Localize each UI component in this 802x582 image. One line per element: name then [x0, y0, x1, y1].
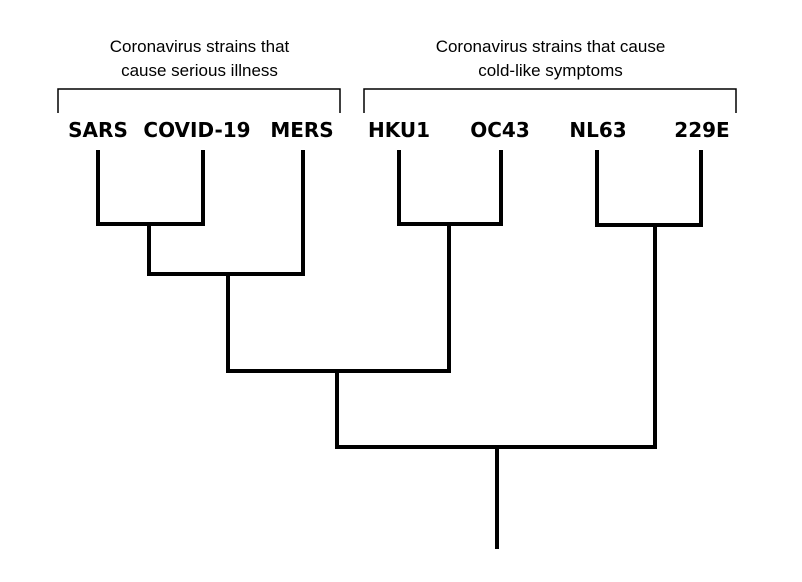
- strain-label-oc43: OC43: [470, 118, 530, 142]
- cold-like-bracket: [363, 88, 737, 113]
- serious-illness-label-line1: Coronavirus strains that: [109, 37, 290, 56]
- strain-label-mers: MERS: [270, 118, 334, 142]
- branch-root-split: [335, 223, 657, 449]
- branch-serious-hku1-oc43: [226, 222, 451, 373]
- strain-label-hku1: HKU1: [367, 118, 431, 142]
- cold-like-label-line2: cold-like symptoms: [478, 61, 623, 80]
- branch-sars-covid19: [96, 150, 205, 226]
- serious-illness-group-label: Coronavirus strains that cause serious i…: [58, 35, 341, 83]
- cold-like-group-label: Coronavirus strains that cause cold-like…: [364, 35, 737, 83]
- strain-label-nl63: NL63: [569, 118, 627, 142]
- cold-like-label-line1: Coronavirus strains that cause: [435, 37, 666, 56]
- branch-hku1-oc43: [397, 150, 503, 226]
- branch-sars-covid19-mers: [147, 150, 305, 276]
- serious-illness-label-line2: cause serious illness: [121, 61, 278, 80]
- serious-illness-bracket: [57, 88, 341, 113]
- strain-label-229e: 229E: [674, 118, 730, 142]
- branch-nl63-229e: [595, 150, 703, 227]
- strain-label-covid19: COVID-19: [143, 118, 251, 142]
- strain-label-sars: SARS: [68, 118, 128, 142]
